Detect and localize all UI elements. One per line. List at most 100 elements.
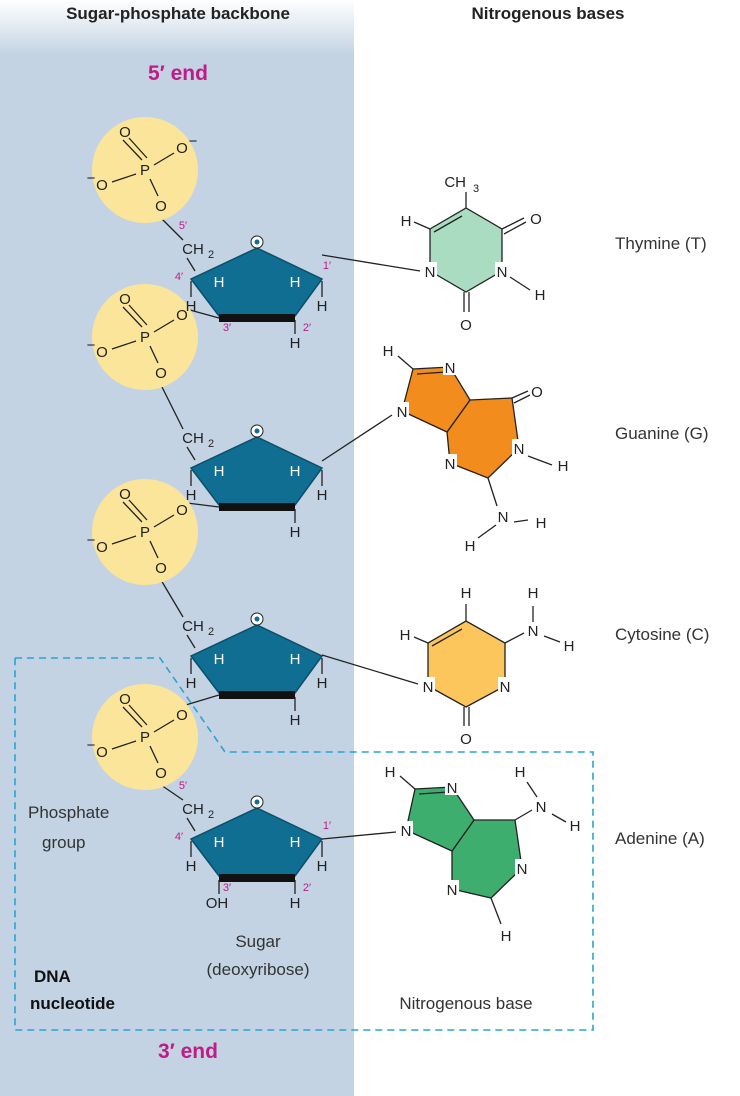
- h-bond: [513, 519, 529, 523]
- carbon-number-1: 1′: [323, 260, 331, 272]
- phosphate-circle: [92, 479, 198, 585]
- phosphorus-atom: P: [140, 729, 150, 746]
- atom-label-bg: [443, 358, 457, 375]
- base-label-thymine: Thymine (T): [615, 234, 707, 253]
- ch2-subscript: 2: [208, 809, 214, 821]
- glycosidic-bond: [321, 414, 393, 462]
- nitrogen-atom: N: [445, 456, 456, 473]
- atom-label-bg: [445, 778, 459, 795]
- h-bond: [397, 355, 414, 370]
- negative-charge: −: [87, 532, 96, 549]
- phosphate-bond: [149, 745, 159, 764]
- atom-label-bg: [445, 880, 459, 897]
- oxygen-atom: O: [176, 307, 188, 324]
- nitrogen-atom: N: [397, 404, 408, 421]
- dna-nucleotide-label-line1: DNA: [34, 967, 71, 986]
- hydrogen-atom: H: [317, 298, 328, 315]
- sugar-label-line2: (deoxyribose): [207, 960, 310, 979]
- negative-charge: −: [87, 737, 96, 754]
- negative-charge: −: [189, 133, 198, 150]
- phosphate-double-bond: [122, 501, 143, 523]
- ch2-group: CH: [182, 801, 204, 818]
- phosphate-double-bond: [122, 306, 143, 328]
- phosphate-bond: [153, 152, 175, 166]
- ch2-group: CH: [182, 618, 204, 635]
- phosphate-double-bond: [128, 137, 148, 159]
- cytosine-ring: [427, 620, 506, 708]
- ring-oxygen-dot: [254, 239, 260, 245]
- carbon-number-3: 3′: [223, 322, 231, 334]
- phosphate-bond: [111, 340, 137, 350]
- nitrogen-atom: N: [514, 441, 525, 458]
- hydrogen-atom: H: [290, 895, 301, 912]
- phosphate-group-label-line1: Phosphate: [28, 803, 109, 822]
- phosphate-double-bond: [128, 499, 148, 521]
- amine-bond: [487, 477, 498, 507]
- phosphate-to-c5-bond: [160, 579, 184, 618]
- ring-hydrogen: H: [290, 834, 301, 851]
- negative-charge: −: [87, 170, 96, 187]
- atom-label-bg: [498, 677, 512, 694]
- atom-label-bg: [443, 454, 457, 471]
- nitrogen-atom: N: [498, 509, 509, 526]
- c4-c5-bond: [186, 257, 196, 272]
- oxygen-atom: O: [460, 731, 472, 748]
- methyl-group: CH: [444, 174, 466, 191]
- phosphate-circle: [92, 117, 198, 223]
- carbonyl-bond: [503, 221, 527, 235]
- atom-label-bg: [515, 859, 529, 876]
- nitrogen-atom: N: [425, 264, 436, 281]
- nitrogen-atom: N: [517, 861, 528, 878]
- h-bond: [477, 524, 497, 539]
- carbon-number-2: 2′: [303, 322, 311, 334]
- ring-hydrogen: H: [290, 463, 301, 480]
- phosphorus-atom: P: [140, 524, 150, 541]
- base-label-cytosine: Cytosine (C): [615, 625, 709, 644]
- double-bond: [433, 215, 463, 233]
- oxygen-atom: O: [155, 560, 167, 577]
- c4-c5-bond: [186, 634, 196, 649]
- hydrogen-atom: H: [558, 458, 569, 475]
- oxygen-atom: O: [460, 317, 472, 334]
- hydrogen-atom: H: [515, 764, 526, 781]
- phosphate-double-bond: [122, 139, 143, 161]
- c4-c5-bond: [186, 446, 196, 461]
- oxygen-atom: O: [119, 124, 131, 141]
- hydrogen-atom: H: [317, 487, 328, 504]
- ch2-subscript: 2: [208, 249, 214, 261]
- nitrogen-atom: N: [447, 780, 458, 797]
- nitrogen-atom: N: [497, 264, 508, 281]
- oxygen-atom: O: [119, 486, 131, 503]
- five-prime-end-label: 5′ end: [148, 62, 208, 85]
- nitrogen-atom: N: [528, 623, 539, 640]
- atom-label-bg: [399, 821, 413, 838]
- phosphate-circle: [92, 684, 198, 790]
- ring-oxygen-dot: [254, 428, 260, 434]
- hydrogen-atom: H: [383, 343, 394, 360]
- phosphorus-atom: P: [140, 162, 150, 179]
- thymine-ring: [429, 207, 503, 293]
- phosphate-to-c5-bond: [160, 784, 184, 801]
- ring-hydrogen: H: [214, 651, 225, 668]
- three-prime-end-label: 3′ end: [158, 1040, 218, 1063]
- hydrogen-atom: H: [461, 585, 472, 602]
- oxygen-atom: O: [176, 140, 188, 157]
- nitrogen-atom: N: [423, 679, 434, 696]
- hydrogen-atom: H: [290, 335, 301, 352]
- phosphate-bond: [111, 535, 137, 545]
- phosphate-to-c5-bond: [160, 217, 184, 241]
- phosphate-bond: [153, 719, 175, 733]
- nitrogen-atom: N: [500, 679, 511, 696]
- h-bond: [543, 635, 561, 643]
- atom-label-bg: [423, 262, 437, 279]
- ch2-subscript: 2: [208, 626, 214, 638]
- nitrogen-atom: N: [445, 360, 456, 377]
- oxygen-atom: O: [96, 177, 108, 194]
- oxygen-atom: O: [155, 365, 167, 382]
- base-label-guanine: Guanine (G): [615, 424, 709, 443]
